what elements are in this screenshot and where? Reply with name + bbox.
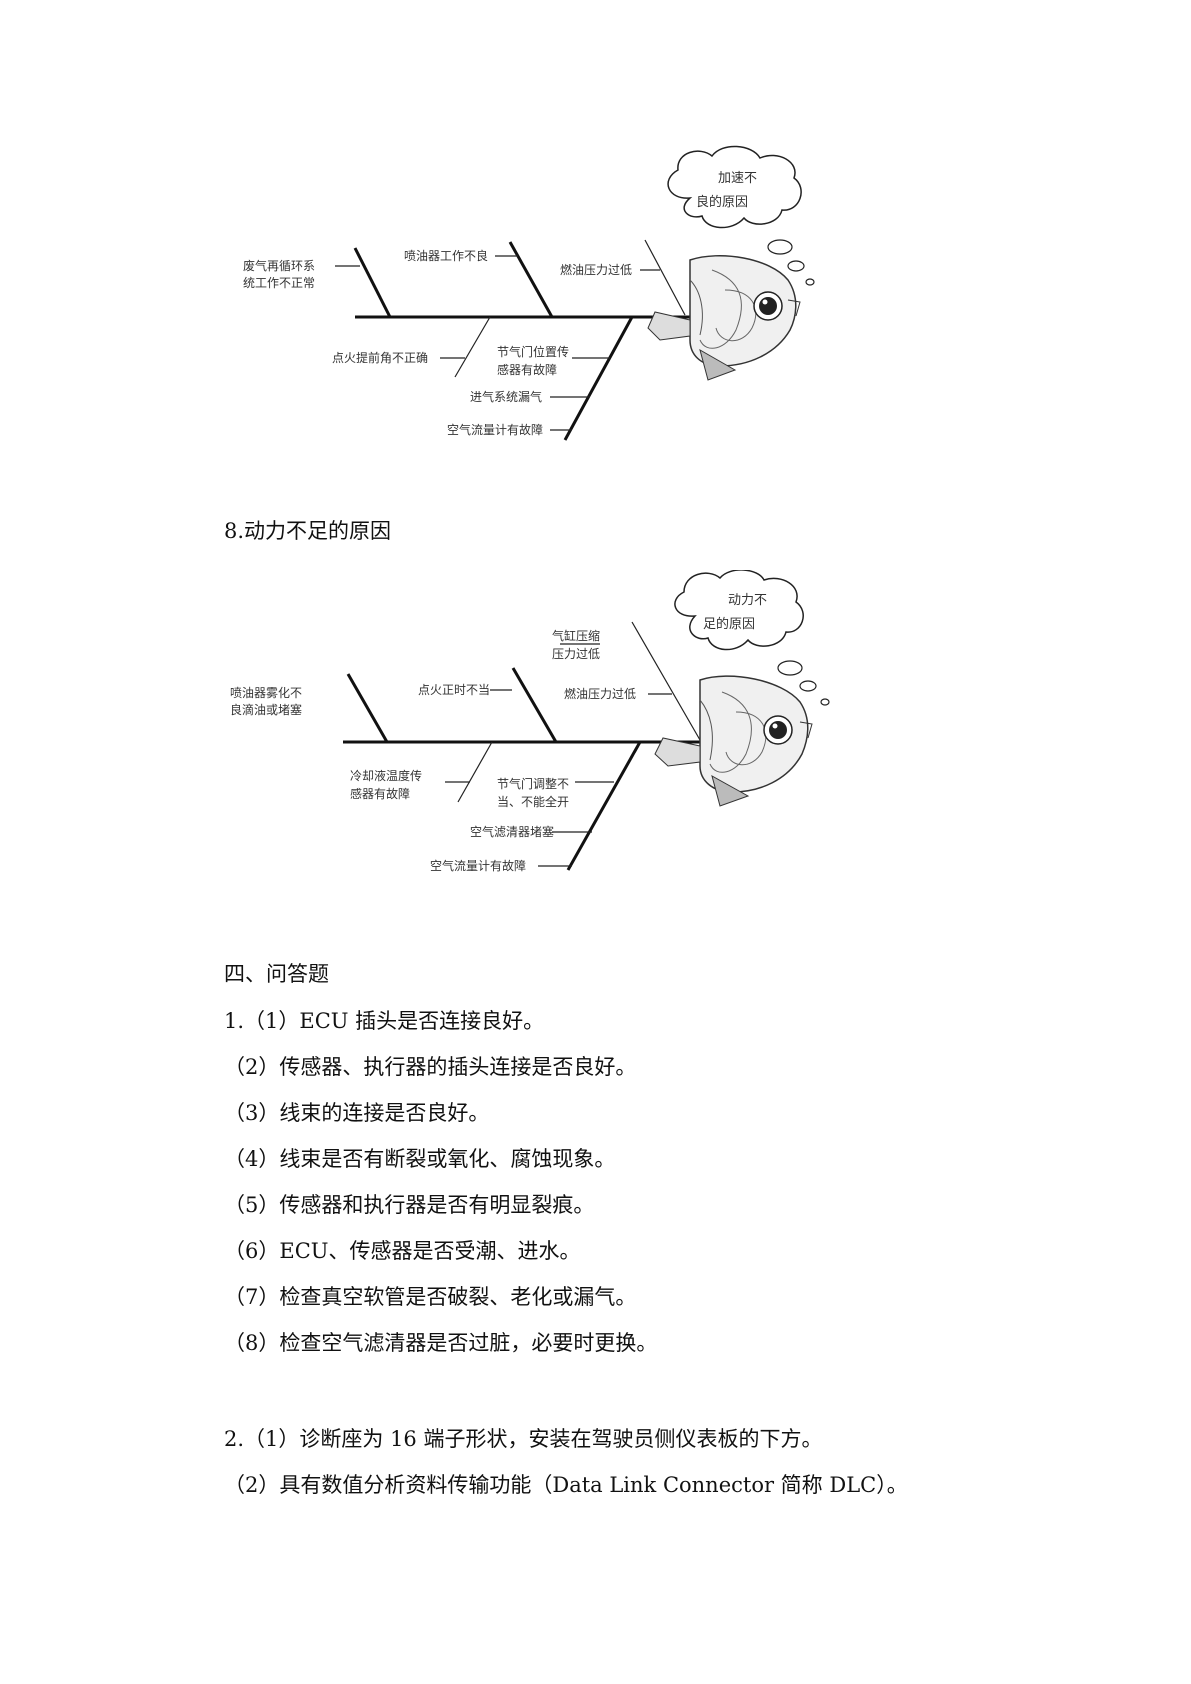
bone-bottom-1 <box>454 316 491 378</box>
cause-label: 冷却液温度传 <box>350 768 422 783</box>
bone-top-2 <box>511 667 558 743</box>
cause-label: 点火正时不当 <box>418 683 490 697</box>
svg-text:足的原因: 足的原因 <box>703 616 755 632</box>
cause-label: 废气再循环系 <box>243 258 315 273</box>
cause-label: 节气门位置传 <box>497 344 569 359</box>
bone-bottom-2 <box>563 316 634 441</box>
svg-text:动力不: 动力不 <box>728 593 767 608</box>
bone-bottom-1 <box>457 741 493 803</box>
cause-label: 空气流量计有故障 <box>447 422 543 437</box>
cause-label: 喷油器雾化不 <box>230 686 302 700</box>
cause-label: 空气流量计有故障 <box>430 858 526 873</box>
cause-label: 燃油压力过低 <box>564 686 636 701</box>
fishbone-svg-1: 废气再循环系 统工作不正常 喷油器工作不良 燃油压力过低 点火提前角不正确 节气… <box>243 145 815 441</box>
thought-cloud: 加速不 良的原因 <box>667 145 815 286</box>
bone-top-3 <box>644 239 686 316</box>
cause-label: 进气系统漏气 <box>470 389 542 404</box>
cause-label: 点火提前角不正确 <box>332 350 428 365</box>
section-title: 四、问答题 <box>224 962 329 986</box>
fish-head-icon <box>647 255 801 381</box>
cause-label: 感器有故障 <box>497 362 557 377</box>
fishbone-diagram-acceleration: 废气再循环系 统工作不正常 喷油器工作不良 燃油压力过低 点火提前角不正确 节气… <box>0 140 1191 460</box>
answer-line: （5）传感器和执行器是否有明显裂痕。 <box>224 1193 595 1217</box>
fishbone-svg-2: 喷油器雾化不 良滴油或堵塞 点火正时不当 气缸压缩 压力过低 燃油压力过低 冷却… <box>230 570 830 873</box>
answer-line: （6）ECU、传感器是否受潮、进水。 <box>224 1239 581 1263</box>
cause-label: 感器有故障 <box>350 786 410 801</box>
section-title: 8.动力不足的原因 <box>224 519 392 543</box>
cause-label: 节气门调整不 <box>497 776 569 791</box>
answer-line: （2）传感器、执行器的插头连接是否良好。 <box>224 1055 637 1079</box>
cause-label: 良滴油或堵塞 <box>230 702 302 717</box>
answer-line: 2.（1）诊断座为 16 端子形状，安装在驾驶员侧仪表板的下方。 <box>224 1427 823 1451</box>
answer-line: （8）检查空气滤清器是否过脏，必要时更换。 <box>224 1331 658 1355</box>
bone-top-1 <box>346 673 389 743</box>
bone-top-3 <box>631 621 701 741</box>
bone-bottom-2 <box>566 741 642 871</box>
cause-label: 气缸压缩 <box>552 628 600 643</box>
svg-text:加速不: 加速不 <box>718 171 757 186</box>
answer-line: （4）线束是否有断裂或氧化、腐蚀现象。 <box>224 1147 616 1171</box>
cause-label: 压力过低 <box>552 647 600 661</box>
fish-head-icon <box>654 675 813 807</box>
cause-label: 燃油压力过低 <box>560 262 632 277</box>
fishbone-diagram-power: 喷油器雾化不 良滴油或堵塞 点火正时不当 气缸压缩 压力过低 燃油压力过低 冷却… <box>0 570 1191 890</box>
cause-label: 空气滤清器堵塞 <box>470 824 554 839</box>
cause-label: 当、不能全开 <box>497 794 569 809</box>
cause-label: 喷油器工作不良 <box>404 248 488 263</box>
answer-line: 1.（1）ECU 插头是否连接良好。 <box>224 1009 545 1033</box>
answer-line: （7）检查真空软管是否破裂、老化或漏气。 <box>224 1285 637 1309</box>
svg-text:良的原因: 良的原因 <box>696 194 748 210</box>
bone-top-1 <box>353 247 392 318</box>
answer-line: （3）线束的连接是否良好。 <box>224 1101 490 1125</box>
thought-cloud: 动力不 足的原因 <box>674 570 830 706</box>
cause-label: 统工作不正常 <box>243 276 315 290</box>
answer-line: （2）具有数值分析资料传输功能（Data Link Connector 简称 D… <box>224 1473 908 1497</box>
bone-top-2 <box>508 241 554 318</box>
